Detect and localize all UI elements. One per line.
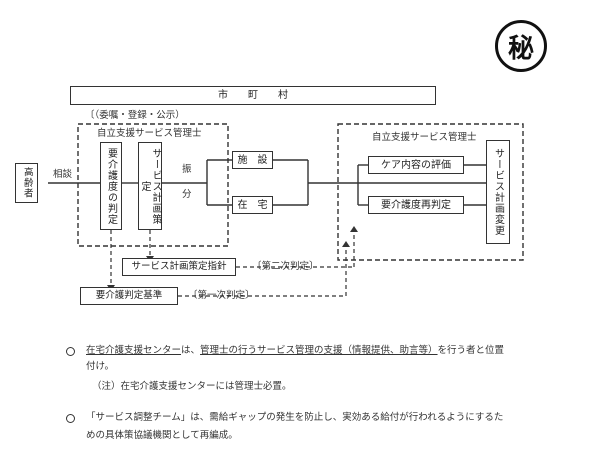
note-1-line-1: 在宅介護支援センターは、管理士の行うサービス管理の支援（情報提供、助言等）を行う…	[86, 345, 504, 356]
patient-box: 高齢者	[15, 163, 38, 203]
facility-label: 施 設	[237, 154, 268, 166]
second-judgment-label: 〔第二次判定〕	[252, 261, 319, 272]
care-rejudgment-label: 要介護度再判定	[381, 199, 451, 211]
right-group-title: 自立支援サービス管理士	[372, 132, 477, 143]
right-group-dashed-border	[337, 123, 524, 261]
care-rejudgment-box: 要介護度再判定	[368, 196, 464, 214]
note-2: （注）在宅介護支援センターには管理士必置。	[92, 381, 292, 392]
service-plan-label: サービス計画策定	[139, 147, 161, 225]
municipality-label: 市 町 村	[218, 90, 288, 101]
note-1-particle: は、	[181, 345, 201, 356]
divide-label-2: 分	[182, 189, 192, 200]
municipality-box: 市 町 村	[70, 86, 436, 105]
left-group-dashed-border	[77, 123, 229, 247]
left-group-title: 自立支援サービス管理士	[97, 128, 202, 139]
bullet-1	[66, 347, 75, 356]
registration-note: 〔（委嘱・登録・公示）	[85, 110, 185, 121]
consult-label: 相談	[53, 169, 73, 180]
service-plan-change-box: サービス計画変更	[486, 140, 510, 244]
care-evaluation-box: ケア内容の評価	[368, 156, 464, 174]
note-1-line-2: 付け。	[86, 361, 115, 372]
note-1-tail: を行う者と位置	[437, 345, 505, 356]
home-box: 在 宅	[232, 196, 273, 214]
arrow-to-right-group-b	[342, 241, 350, 247]
patient-label: 高齢者	[21, 167, 33, 199]
facility-box: 施 設	[232, 151, 273, 169]
home-label: 在 宅	[237, 199, 268, 211]
care-evaluation-label: ケア内容の評価	[381, 159, 451, 171]
criteria-label: 要介護判定基準	[95, 289, 163, 301]
first-judgment-label: 〔第一次判定〕	[188, 290, 255, 301]
bullet-2	[66, 414, 75, 423]
care-level-judgment-label: 要介護度の判定	[105, 147, 117, 225]
note-3-line-2: めの具体策協議機関として再編成。	[86, 430, 238, 441]
note-1-subject: 在宅介護支援センター	[86, 345, 182, 356]
guideline-label: サービス計画策定指針	[131, 260, 227, 272]
divide-label-1: 振	[182, 164, 192, 175]
note-1-role: 管理士の行うサービス管理の支援（情報提供、助言等）	[200, 345, 438, 356]
stamp-text: 秘	[507, 33, 534, 64]
note-3-line-1: 「サービス調整チーム」は、需給ギャップの発生を防止し、実効ある給付が行われるよう…	[86, 412, 504, 423]
arrow-to-right-group-a	[350, 226, 358, 232]
service-plan-box: サービス計画策定	[138, 142, 162, 230]
criteria-box: 要介護判定基準	[80, 287, 178, 305]
guideline-box: サービス計画策定指針	[122, 258, 236, 276]
confidential-stamp: 秘	[495, 20, 547, 72]
service-plan-change-label: サービス計画変更	[492, 148, 504, 236]
care-level-judgment-box: 要介護度の判定	[100, 142, 122, 230]
